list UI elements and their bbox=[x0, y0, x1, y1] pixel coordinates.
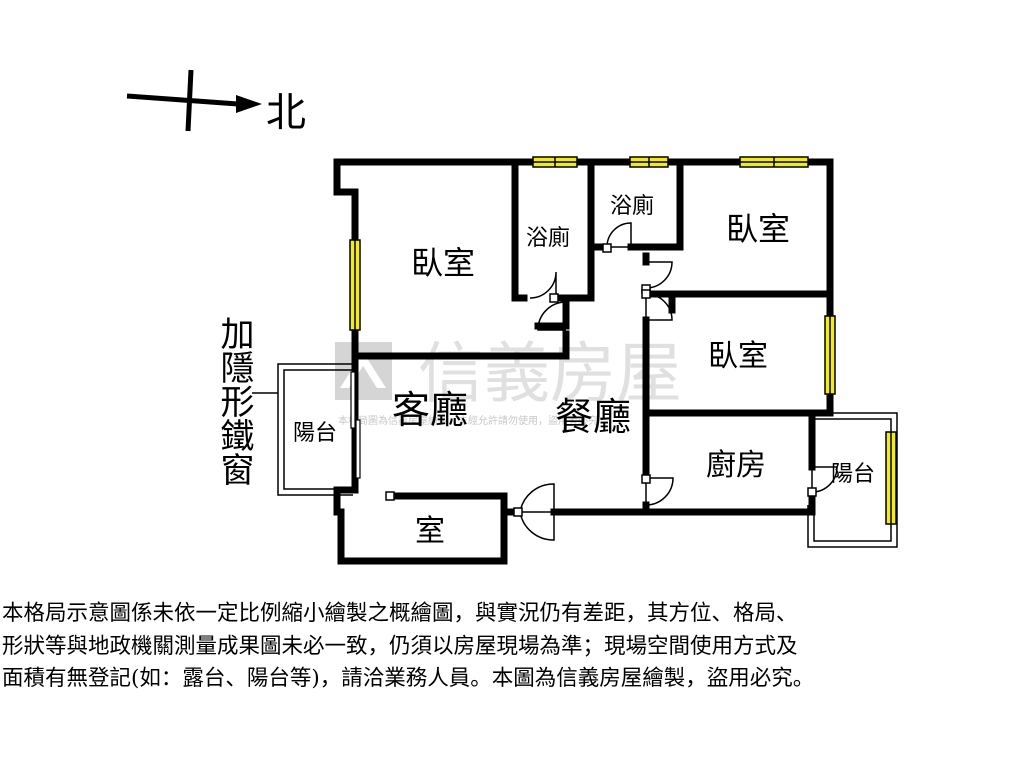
room-label-bedroom-ne: 臥室 bbox=[726, 210, 790, 248]
door-bedroom-main bbox=[537, 301, 567, 331]
watermark-brand: 信義房屋 bbox=[418, 335, 682, 412]
annotation-iron-window: 加隱形鐵窗 bbox=[214, 316, 254, 486]
compass-arrow-head bbox=[236, 95, 262, 113]
windows bbox=[349, 156, 897, 525]
door-bedroom-e bbox=[645, 293, 673, 321]
door-entrance bbox=[518, 483, 555, 513]
room-label-kitchen: 廚房 bbox=[706, 448, 766, 483]
room-labels: 臥室 浴廁 浴廁 臥室 臥室 客廳 餐廳 廚房 陽台 陽台 室 bbox=[293, 194, 875, 549]
sliding-door bbox=[350, 371, 361, 479]
door-kitchen bbox=[645, 477, 674, 506]
room-label-bedroom-main: 臥室 bbox=[411, 244, 475, 282]
room-label-balcony-e: 陽台 bbox=[831, 462, 875, 487]
north-label: 北 bbox=[266, 90, 306, 136]
room-label-bedroom-e: 臥室 bbox=[708, 339, 768, 374]
disclaimer: 本格局示意圖係未依一定比例縮小繪製之概繪圖，與實況仍有差距，其方位、格局、 形狀… bbox=[2, 598, 1024, 696]
room-label-bathroom-2: 浴廁 bbox=[610, 194, 654, 219]
room-label-living-room: 客廳 bbox=[392, 388, 468, 432]
watermark: 信義房屋 本格局圖為信義房屋繪製，未經允許請勿使用，盜用者必究 bbox=[335, 335, 682, 427]
disclaimer-line: 形狀等與地政機關測量成果圖未必一致，仍須以房屋現場為準；現場空間使用方式及 bbox=[2, 633, 798, 659]
door-bathroom-1 bbox=[529, 271, 557, 299]
disclaimer-line: 面積有無登記(如：露台、陽台等)，請洽業務人員。本圖為信義房屋繪製，盜用必究。 bbox=[2, 666, 815, 691]
room-label-balcony-w: 陽台 bbox=[293, 421, 337, 446]
door-bedroom-ne bbox=[645, 261, 673, 289]
walls bbox=[333, 158, 834, 565]
balcony-walls bbox=[277, 363, 898, 548]
doors bbox=[385, 222, 838, 541]
door-bathroom-2 bbox=[606, 222, 632, 248]
watermark-logo-icon bbox=[335, 342, 392, 400]
room-label-dining-room: 餐廳 bbox=[555, 395, 631, 439]
floor-plan: 北 信義房屋 本格局圖為信義房屋繪製，未經允許請勿使用，盜用者必究 bbox=[126, 69, 898, 565]
compass: 北 bbox=[126, 69, 306, 136]
watermark-notice: 本格局圖為信義房屋繪製，未經允許請勿使用，盜用者必究 bbox=[338, 414, 598, 427]
compass-cross-bar bbox=[185, 69, 194, 132]
disclaimer-line: 本格局示意圖係未依一定比例縮小繪製之概繪圖，與實況仍有差距，其方位、格局、 bbox=[2, 601, 798, 626]
compass-arrow-shaft bbox=[126, 93, 239, 107]
room-label-bathroom-1: 浴廁 bbox=[526, 226, 570, 251]
room-label-small-room: 室 bbox=[415, 514, 445, 549]
